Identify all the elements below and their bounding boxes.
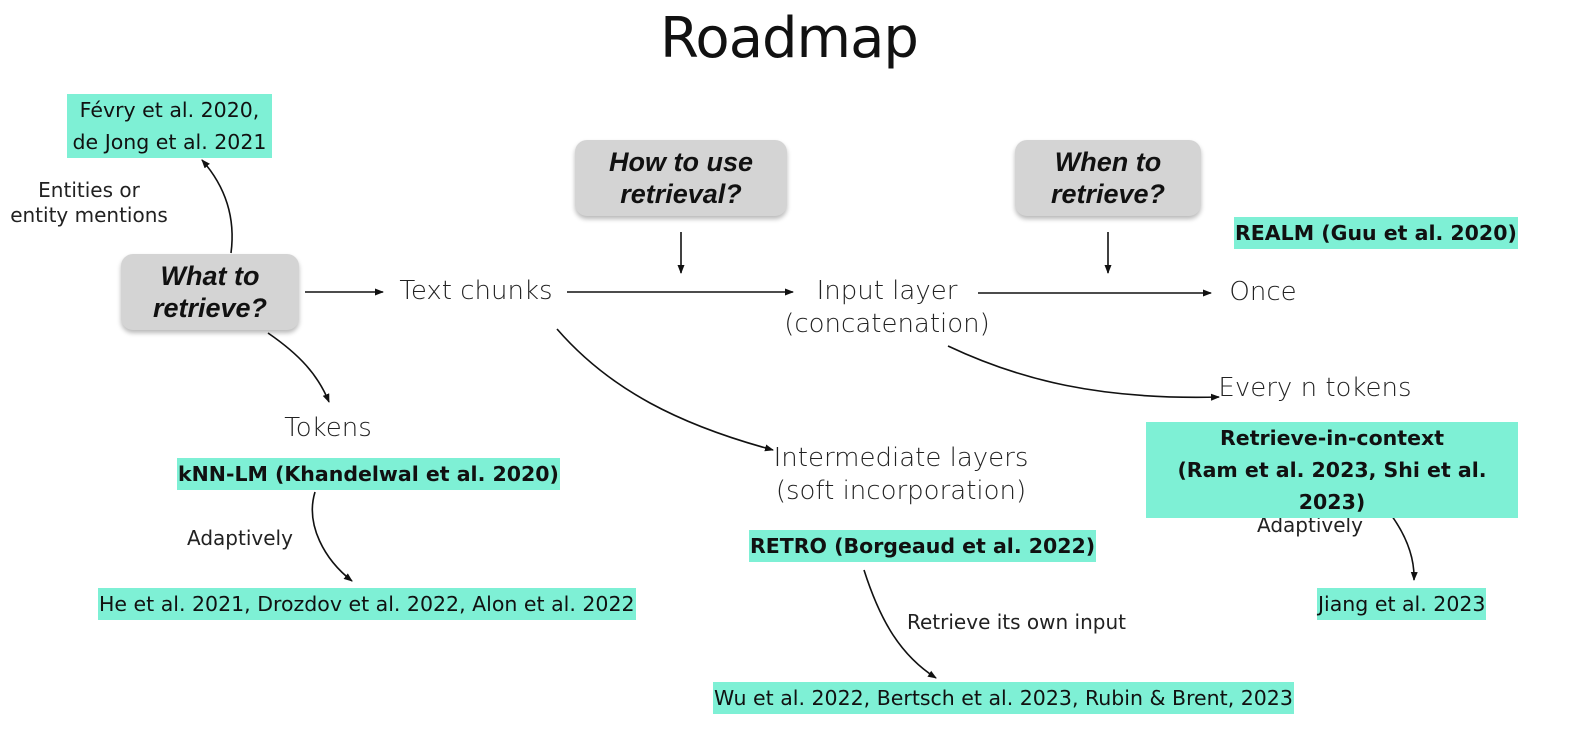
when-to-retrieve-label: When to retrieve? bbox=[1050, 147, 1166, 209]
node-every-n-tokens: Every n tokens bbox=[1218, 373, 1412, 403]
citation-retro: RETRO (Borgeaud et al. 2022) bbox=[749, 530, 1097, 562]
what-to-retrieve-label: What to retrieve? bbox=[152, 261, 268, 323]
node-text-chunks: Text chunks bbox=[399, 276, 553, 306]
citation-he-et-al: He et al. 2021, Drozdov et al. 2022, Alo… bbox=[98, 588, 636, 620]
arrow-what-to-tokens bbox=[267, 332, 330, 403]
node-tokens: Tokens bbox=[284, 413, 372, 443]
citation-knn-lm: kNN-LM (Khandelwal et al. 2020) bbox=[177, 458, 560, 490]
citation-realm: REALM (Guu et al. 2020) bbox=[1234, 217, 1518, 249]
what-to-retrieve-box: What to retrieve? bbox=[121, 254, 299, 330]
node-input-layer: Input layer (concatenation) bbox=[784, 276, 990, 339]
arrow-what-to-entities bbox=[201, 159, 233, 254]
how-to-use-retrieval-label: How to use retrieval? bbox=[608, 147, 753, 209]
when-to-retrieve-box: When to retrieve? bbox=[1015, 140, 1201, 216]
arrow-text-chunks-to-intermediate bbox=[556, 328, 774, 452]
arrow-retro-own-input bbox=[863, 569, 937, 679]
citation-fevry: Févry et al. 2020, de Jong et al. 2021 bbox=[67, 94, 272, 158]
how-to-use-retrieval-box: How to use retrieval? bbox=[575, 140, 787, 216]
citation-jiang: Jiang et al. 2023 bbox=[1317, 588, 1487, 620]
arrow-knn-adaptively bbox=[311, 491, 353, 582]
arrow-input-layer-to-every-n bbox=[947, 345, 1220, 401]
citation-wu-et-al: Wu et al. 2022, Bertsch et al. 2023, Rub… bbox=[713, 682, 1294, 714]
node-intermediate-layers: Intermediate layers (soft incorporation) bbox=[773, 443, 1029, 506]
citation-retrieve-in-context: Retrieve-in-context (Ram et al. 2023, Sh… bbox=[1146, 422, 1518, 518]
label-entities: Entities or entity mentions bbox=[10, 178, 168, 227]
node-once: Once bbox=[1229, 277, 1297, 307]
label-retrieve-own-input: Retrieve its own input bbox=[907, 610, 1126, 634]
label-adaptively-left: Adaptively bbox=[187, 526, 293, 550]
page-title: Roadmap bbox=[660, 6, 919, 71]
